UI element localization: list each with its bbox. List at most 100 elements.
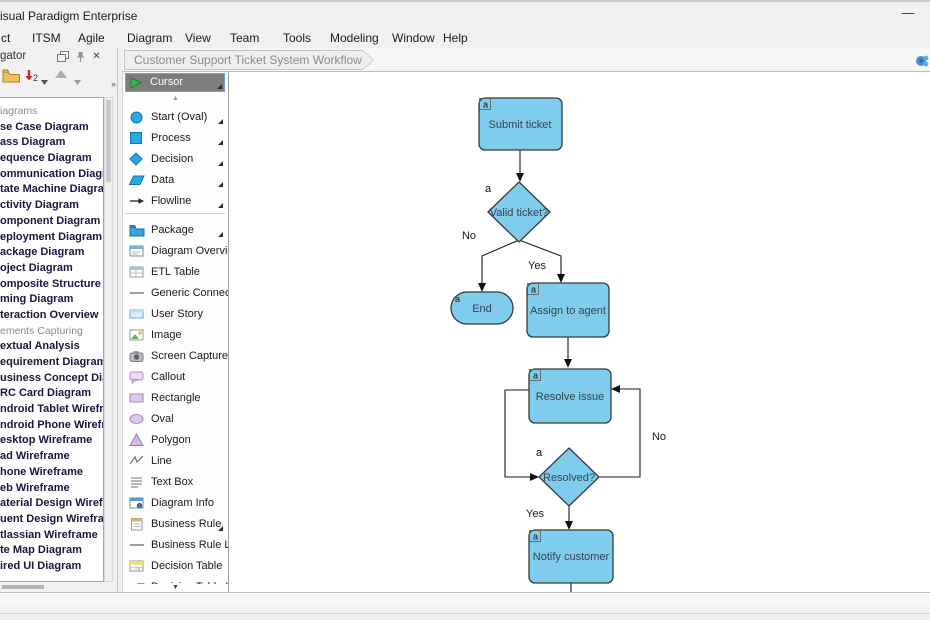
edge-resolved-no-to-resolve[interactable] [599,388,641,478]
navigator-item[interactable]: ming Diagram [0,293,74,306]
palette-item-start-oval-[interactable]: Start (Oval) [125,108,227,127]
navigator-item[interactable]: ired UI Diagram [0,559,82,572]
navigator-item[interactable]: hone Wireframe [0,465,84,478]
palette-item-flowline[interactable]: Flowline [125,192,227,211]
palette-collapse-icon[interactable]: ▲ [172,95,179,102]
dropdown-caret-icon[interactable] [74,73,82,91]
collapse-up-icon[interactable] [53,68,69,87]
node-end[interactable]: a End [450,291,514,325]
close-panel-icon[interactable]: ✕ [92,51,101,62]
navigator-item[interactable]: esktop Wireframe [0,434,93,447]
navigator-panel-title: gator [0,50,27,62]
overflow-chevrons-icon[interactable]: » [110,79,116,89]
node-assign-to-agent[interactable]: a Assign to agent [526,282,610,338]
navigator-item[interactable]: te Map Diagram [0,544,82,557]
menu-item-diagram[interactable]: Diagram [127,31,173,45]
navigator-vertical-scrollbar[interactable] [104,97,113,582]
navigator-item[interactable]: omposite Structure D [0,277,104,290]
edge-valid-yes-to-assign[interactable] [518,239,562,274]
menu-item-window[interactable]: Window [392,31,435,45]
gear-icon[interactable] [913,53,930,69]
palette-item-callout[interactable]: Callout [125,368,227,387]
breadcrumb[interactable]: Customer Support Ticket System Workflow [124,50,374,70]
node-label: Valid ticket? [490,207,549,219]
node-valid-ticket-decision[interactable]: a Valid ticket? [485,181,551,243]
navigator-item[interactable]: aterial Design Wirefr [0,497,104,510]
palette-item-package[interactable]: Package [125,221,227,240]
node-badge: a [531,285,536,295]
window-title: isual Paradigm Enterprise [0,9,138,23]
navigator-item[interactable]: tlassian Wireframe [0,528,98,541]
diagram-info-icon: i [129,496,145,510]
float-panel-icon[interactable] [56,50,69,63]
diagram-type-list: iagrams se Case Diagram ass Diagram equence… [0,97,104,582]
dropdown-caret-icon[interactable] [41,73,49,91]
palette-item-image[interactable]: Image [125,326,227,345]
minimize-button[interactable]: — [901,5,915,20]
navigator-item[interactable]: ements Capturing [0,324,83,337]
navigator-item[interactable]: ass Diagram [0,136,66,149]
menu-item-view[interactable]: View [185,31,211,45]
palette-item-business-rule-link[interactable]: Business Rule Link [125,536,228,555]
navigator-item[interactable]: extual Analysis [0,340,80,353]
palette-item-diagram-overview[interactable]: Diagram Overview [125,242,228,261]
navigator-item[interactable]: se Case Diagram [0,120,89,133]
navigator-item[interactable]: RC Card Diagram [0,387,92,400]
edge-resolve-to-resolved[interactable] [504,389,530,478]
menu-item-team[interactable]: Team [230,31,260,45]
node-badge: a [533,371,538,381]
palette-item-generic-connector[interactable]: Generic Connector [125,284,228,303]
palette-item-etl-table[interactable]: ETL Table [125,263,227,282]
navigator-item[interactable]: eb Wireframe [0,481,70,494]
menu-item-tools[interactable]: Tools [283,31,312,45]
menu-item-help[interactable]: Help [443,31,468,45]
palette-item-data[interactable]: Data [125,171,227,190]
navigator-item[interactable]: uent Design Wirefrar [0,512,104,525]
node-submit-ticket[interactable]: a Submit ticket [478,97,563,151]
navigator-item[interactable]: ndroid Tablet Wirefra [0,403,104,416]
navigator-item[interactable]: eployment Diagram [0,230,103,243]
edge-valid-no-to-end[interactable] [481,239,520,283]
sort-descending-icon[interactable]: 2 [24,68,39,88]
pin-panel-icon[interactable] [74,50,87,63]
navigator-item[interactable]: equence Diagram [0,152,92,165]
navigator-item[interactable]: teraction Overview [0,308,99,321]
navigator-horizontal-scrollbar[interactable] [2,585,44,589]
palette-item-screen-capture[interactable]: Screen Capture [125,347,228,366]
menu-item-agile[interactable]: Agile [78,31,105,45]
palette-item-cursor[interactable]: Cursor [125,73,225,92]
palette-item-oval[interactable]: Oval [125,410,227,429]
palette-item-polygon[interactable]: Polygon [125,431,227,450]
navigator-item[interactable]: iagrams [0,105,38,117]
navigator-item[interactable]: ad Wireframe [0,450,70,463]
node-notify-customer[interactable]: a Notify customer [528,529,614,584]
navigator-item[interactable]: equirement Diagram [0,356,104,368]
open-folder-icon[interactable] [2,68,21,88]
diagram-canvas[interactable]: No Yes No Yes a Submit ticket a Valid ti… [228,72,930,592]
palette-item-text-box[interactable]: Text Box [125,473,227,492]
navigator-item[interactable]: ndroid Phone Wirefra [0,418,104,431]
navigator-item[interactable]: ctivity Diagram [0,199,79,212]
scrollbar-thumb[interactable] [106,100,111,182]
menu-item-itsm[interactable]: ITSM [32,31,61,45]
navigator-item[interactable]: ackage Diagram [0,246,85,259]
menu-item-modeling[interactable]: Modeling [330,31,379,45]
palette-item-decision[interactable]: Decision [125,150,227,169]
navigator-item[interactable]: usiness Concept Diag [0,371,104,384]
palette-item-line[interactable]: Line [125,452,227,471]
node-resolved-decision[interactable]: a Resolved? [536,447,600,507]
palette-scroll-down-icon[interactable]: ▼ [123,584,228,592]
menu-item-ct[interactable]: ct [1,31,11,45]
submenu-corner-icon [218,161,223,166]
node-resolve-issue[interactable]: a Resolve issue [528,368,612,424]
navigator-item[interactable]: tate Machine Diagra [0,183,104,196]
palette-item-process[interactable]: Process [125,129,227,148]
navigator-item[interactable]: ommunication Diagra [0,167,104,180]
navigator-item[interactable]: oject Diagram [0,261,73,274]
navigator-item[interactable]: omponent Diagram [0,214,101,227]
palette-item-user-story[interactable]: User Story [125,305,227,324]
palette-item-business-rule[interactable]: Business Rule [125,515,227,534]
palette-item-rectangle[interactable]: Rectangle [125,389,227,408]
